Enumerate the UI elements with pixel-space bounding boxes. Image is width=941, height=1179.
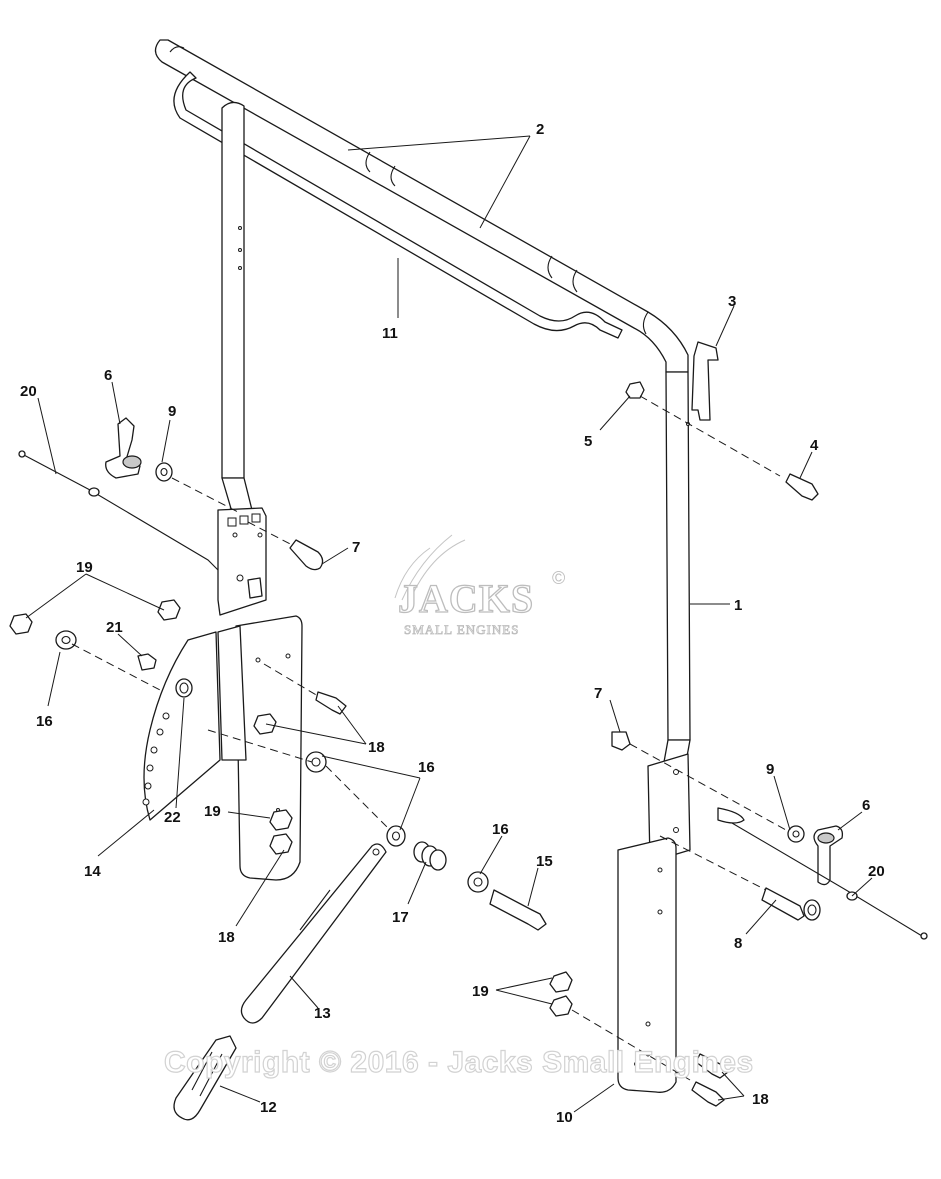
right-handle-bracket: [647, 753, 691, 863]
bolt-18-right-a: [695, 1053, 729, 1079]
washer-9-left: [155, 462, 173, 482]
callout-8: 8: [734, 935, 742, 952]
clevis-pin-7-left: [289, 539, 324, 571]
callout-9-left: 9: [168, 403, 176, 420]
nut-5: [625, 381, 645, 399]
cable-clip-3: [691, 341, 719, 421]
washer-16-left: [55, 630, 77, 650]
callout-19-mid: 19: [204, 803, 221, 820]
callout-7-right: 7: [594, 685, 602, 702]
bolt-21: [137, 653, 157, 671]
callout-2: 2: [536, 121, 544, 138]
washer-16-mid-b: [386, 825, 406, 847]
washer-9-right: [787, 825, 805, 843]
control-bail-rod: [173, 71, 623, 339]
callout-21: 21: [106, 619, 123, 636]
callout-15: 15: [536, 853, 553, 870]
callout-18-right: 18: [752, 1091, 769, 1108]
adjust-stud-22: [175, 678, 193, 698]
callout-3: 3: [728, 293, 736, 310]
callout-6-right: 6: [862, 797, 870, 814]
callout-18-mid: 18: [368, 739, 385, 756]
knob-6-right: [813, 825, 844, 886]
callout-16-left: 16: [36, 713, 53, 730]
nut-19-right-b: [549, 995, 573, 1017]
link-arm-13: [240, 843, 387, 1024]
knob-6-left: [105, 417, 142, 479]
nut-19-right-a: [549, 971, 573, 993]
bolt-4: [785, 473, 819, 501]
callout-12: 12: [260, 1099, 277, 1116]
callout-16-right: 16: [492, 821, 509, 838]
left-upper-tube: [221, 101, 253, 513]
callout-11: 11: [382, 325, 398, 342]
bolt-18-right-b: [691, 1081, 725, 1107]
callout-1: 1: [734, 597, 742, 614]
callout-19-top: 19: [76, 559, 93, 576]
callout-13: 13: [314, 1005, 331, 1022]
callout-4: 4: [810, 437, 819, 454]
callout-6-left: 6: [104, 367, 112, 384]
grip-12: [173, 1035, 237, 1121]
callout-5: 5: [584, 433, 592, 450]
nut-19-top: [157, 599, 181, 621]
callout-20-right: 20: [868, 863, 885, 880]
callout-10: 10: [556, 1109, 573, 1126]
spring-17: [413, 841, 447, 871]
upper-handle-bar: [154, 39, 689, 373]
left-handle-bracket: [217, 507, 267, 616]
callout-18-low: 18: [218, 929, 235, 946]
watermark-logo-subtext: SMALL ENGINES: [404, 622, 519, 637]
lock-nuts-19-left: [253, 713, 293, 855]
callout-labels: 2 3 11 6 20 9 5 4 7 19 1 21 7 16 18 16 9…: [20, 121, 885, 1126]
watermark-logo: JACKS SMALL ENGINES ©: [394, 534, 565, 637]
right-lower-plate-10: [617, 837, 677, 1093]
watermark-registered-mark: ©: [552, 568, 565, 588]
bolt-18-mid: [315, 691, 347, 715]
watermark-logo-text: JACKS: [398, 576, 534, 621]
callout-9-right: 9: [766, 761, 774, 778]
bolt-15: [489, 889, 547, 931]
callout-16-mid: 16: [418, 759, 435, 776]
callout-22: 22: [164, 809, 181, 826]
callout-19-right: 19: [472, 983, 489, 1000]
callout-14: 14: [84, 863, 101, 880]
callout-17: 17: [392, 909, 409, 926]
copyright-watermark: Copyright © 2016 - Jacks Small Engines: [164, 1046, 754, 1079]
callout-20-left: 20: [20, 383, 37, 400]
right-upper-tube: [663, 371, 691, 763]
bolt-7-right: [611, 731, 631, 751]
hitch-pin-8: [761, 887, 821, 921]
washer-16-mid-a: [305, 751, 327, 773]
callout-7-left: 7: [352, 539, 360, 556]
callout-leaders: [25, 135, 873, 1113]
nut-19-far-left: [9, 613, 33, 635]
washer-16-right: [467, 871, 489, 893]
assembly-axis-lines: [71, 395, 787, 1081]
